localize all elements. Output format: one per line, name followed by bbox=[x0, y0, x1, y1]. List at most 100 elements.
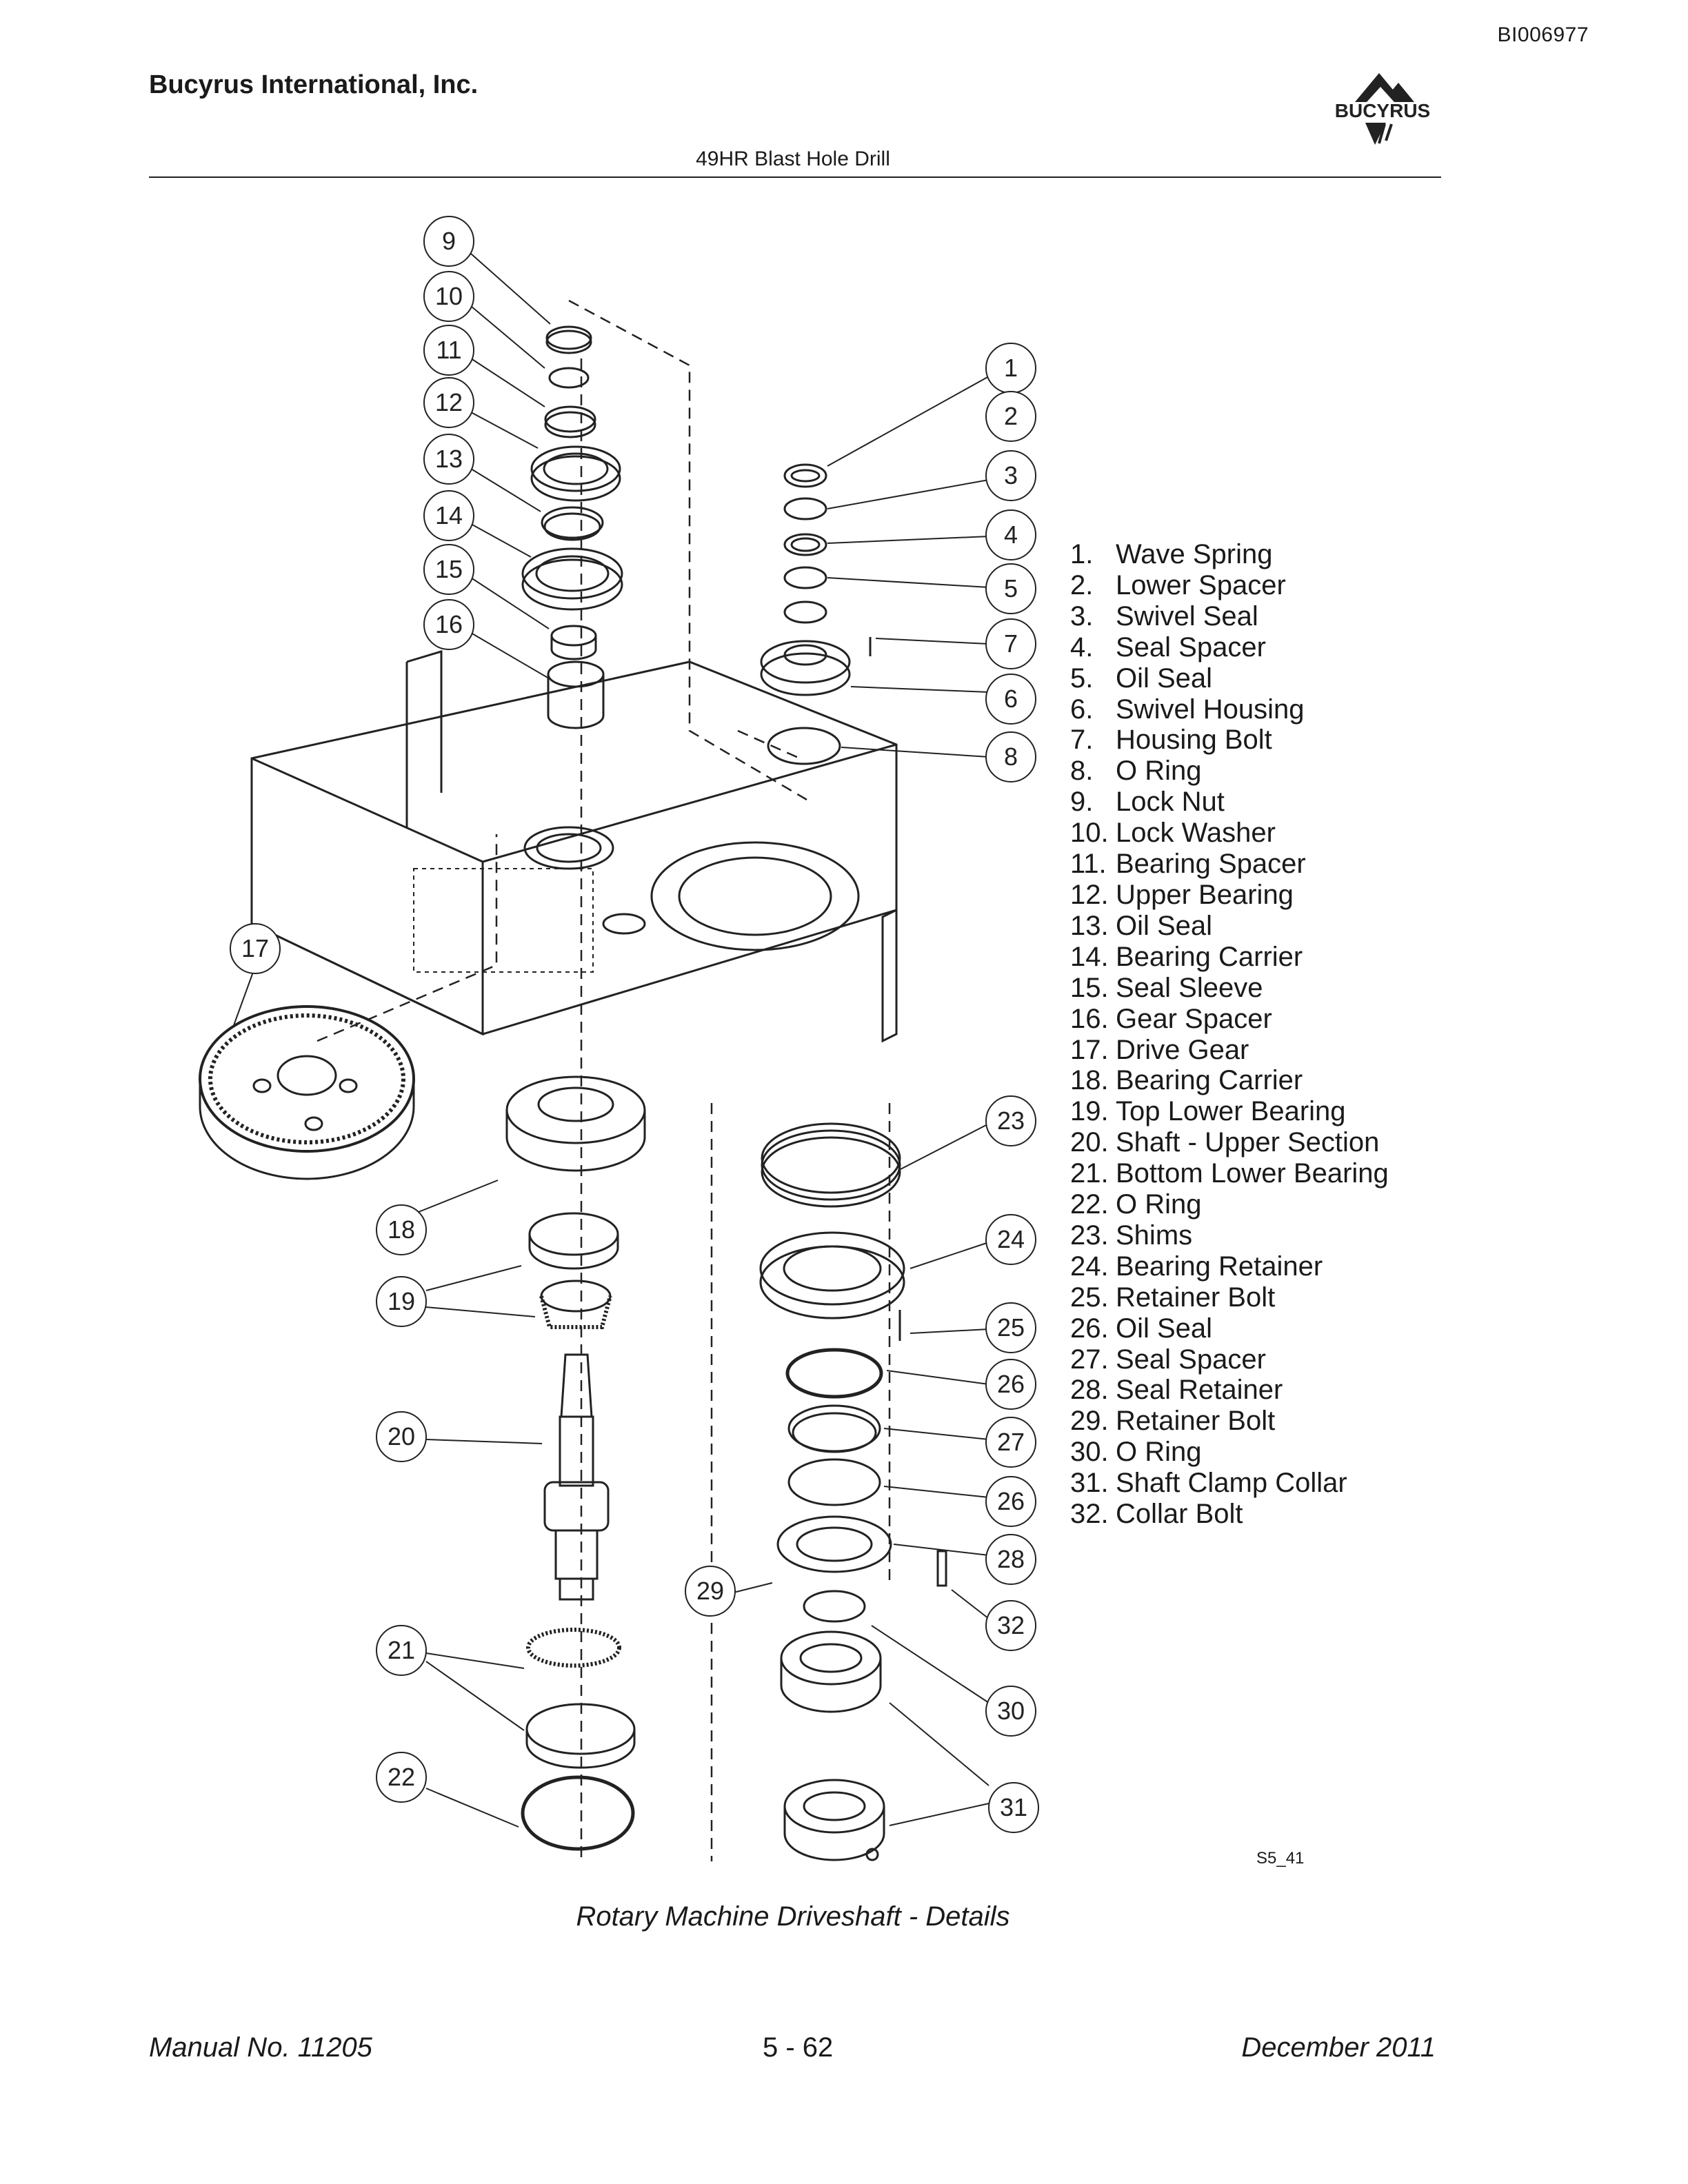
callout-20: 20 bbox=[376, 1411, 427, 1462]
legend-item: 29.Retainer Bolt bbox=[1070, 1406, 1276, 1437]
manual-number: Manual No. 11205 bbox=[149, 2032, 372, 2063]
callout-12: 12 bbox=[423, 377, 474, 428]
callout-24: 24 bbox=[985, 1214, 1036, 1265]
callout-19: 19 bbox=[376, 1276, 427, 1327]
legend-item: 19.Top Lower Bearing bbox=[1070, 1096, 1346, 1127]
company-name: Bucyrus International, Inc. bbox=[149, 70, 479, 99]
svg-text:13: 13 bbox=[435, 445, 463, 473]
callout-29: 29 bbox=[685, 1566, 736, 1617]
callout-9: 9 bbox=[423, 216, 474, 267]
callout-31: 31 bbox=[988, 1782, 1039, 1833]
legend-item: 16.Gear Spacer bbox=[1070, 1003, 1272, 1034]
callout-28: 28 bbox=[985, 1534, 1036, 1585]
logo-wordmark: BUCYRUS bbox=[1335, 100, 1430, 121]
svg-text:23: 23 bbox=[997, 1106, 1025, 1135]
callout-8: 8 bbox=[985, 731, 1036, 782]
legend-item: 13.Oil Seal bbox=[1070, 910, 1213, 941]
legend-item: 11.Bearing Spacer bbox=[1070, 849, 1306, 880]
svg-text:15: 15 bbox=[435, 555, 463, 583]
svg-text:28: 28 bbox=[997, 1545, 1025, 1573]
legend-item: 3.Swivel Seal bbox=[1070, 600, 1258, 631]
callout-27: 27 bbox=[985, 1417, 1036, 1468]
legend-item: 10.Lock Washer bbox=[1070, 818, 1276, 849]
bucyrus-logo: BUCYRUS bbox=[1335, 73, 1430, 145]
legend-item: 18.Bearing Carrier bbox=[1070, 1065, 1303, 1096]
callout-11: 11 bbox=[423, 325, 474, 376]
svg-text:20: 20 bbox=[388, 1422, 415, 1450]
svg-text:9: 9 bbox=[442, 227, 456, 255]
callout-23: 23 bbox=[985, 1095, 1036, 1146]
svg-text:17: 17 bbox=[241, 934, 269, 962]
callout-2: 2 bbox=[985, 391, 1036, 442]
callout-32: 32 bbox=[985, 1600, 1036, 1651]
svg-text:29: 29 bbox=[696, 1577, 724, 1605]
legend-item: 31.Shaft Clamp Collar bbox=[1070, 1468, 1347, 1499]
document-id: BI006977 bbox=[1497, 23, 1589, 46]
legend-item: 4.Seal Spacer bbox=[1070, 631, 1266, 663]
svg-text:3: 3 bbox=[1004, 461, 1018, 489]
legend-item: 12.Upper Bearing bbox=[1070, 879, 1294, 910]
callout-25: 25 bbox=[985, 1302, 1036, 1353]
figure-caption: Rotary Machine Driveshaft - Details bbox=[576, 1901, 1010, 1932]
svg-text:32: 32 bbox=[997, 1611, 1025, 1639]
svg-text:26: 26 bbox=[997, 1370, 1025, 1398]
callout-22: 22 bbox=[376, 1752, 427, 1803]
document-subtitle: 49HR Blast Hole Drill bbox=[696, 148, 890, 170]
callout-21: 21 bbox=[376, 1625, 427, 1676]
callout-5: 5 bbox=[985, 563, 1036, 614]
legend-item: 6.Swivel Housing bbox=[1070, 694, 1305, 725]
legend-item: 14.Bearing Carrier bbox=[1070, 941, 1303, 972]
legend-item: 5.Oil Seal bbox=[1070, 663, 1213, 694]
svg-text:24: 24 bbox=[997, 1225, 1025, 1253]
callout-4: 4 bbox=[985, 509, 1036, 560]
svg-text:31: 31 bbox=[1000, 1793, 1027, 1821]
legend-item: 1.Wave Spring bbox=[1070, 539, 1273, 569]
svg-text:6: 6 bbox=[1004, 685, 1018, 713]
svg-text:22: 22 bbox=[388, 1763, 415, 1791]
callout-18: 18 bbox=[376, 1204, 427, 1255]
callout-6: 6 bbox=[985, 674, 1036, 725]
svg-text:1: 1 bbox=[1004, 354, 1018, 382]
svg-text:2: 2 bbox=[1004, 402, 1018, 430]
legend-item: 24.Bearing Retainer bbox=[1070, 1251, 1323, 1282]
callout-10: 10 bbox=[423, 271, 474, 322]
legend-item: 21.Bottom Lower Bearing bbox=[1070, 1158, 1389, 1189]
legend-item: 7.Housing Bolt bbox=[1070, 725, 1272, 756]
svg-text:21: 21 bbox=[388, 1636, 415, 1664]
legend-item: 23.Shims bbox=[1070, 1220, 1193, 1251]
callout-30: 30 bbox=[985, 1686, 1036, 1737]
svg-text:16: 16 bbox=[435, 610, 463, 638]
legend-item: 22.O Ring bbox=[1070, 1189, 1202, 1220]
legend-item: 32.Collar Bolt bbox=[1070, 1499, 1243, 1530]
svg-text:4: 4 bbox=[1004, 520, 1018, 549]
callout-1: 1 bbox=[985, 343, 1036, 394]
svg-text:14: 14 bbox=[435, 501, 463, 529]
legend-item: 25.Retainer Bolt bbox=[1070, 1282, 1276, 1313]
callout-7: 7 bbox=[985, 618, 1036, 669]
callout-26a: 26 bbox=[985, 1359, 1036, 1410]
legend-item: 28.Seal Retainer bbox=[1070, 1375, 1283, 1406]
callout-16: 16 bbox=[423, 599, 474, 650]
parts-legend: 1.Wave Spring 2.Lower Spacer 3.Swivel Se… bbox=[1070, 539, 1389, 1530]
callout-14: 14 bbox=[423, 490, 474, 541]
legend-item: 27.Seal Spacer bbox=[1070, 1344, 1266, 1375]
driveshaft-exploded-diagram: 9 10 11 12 13 14 15 16 1 2 3 4 5 7 6 8 1… bbox=[199, 216, 1039, 1861]
svg-text:26: 26 bbox=[997, 1487, 1025, 1515]
svg-text:10: 10 bbox=[435, 282, 463, 310]
legend-item: 8.O Ring bbox=[1070, 756, 1202, 787]
publication-date: December 2011 bbox=[1241, 2032, 1436, 2063]
svg-text:8: 8 bbox=[1004, 742, 1018, 771]
svg-text:19: 19 bbox=[388, 1287, 415, 1315]
svg-text:25: 25 bbox=[997, 1313, 1025, 1342]
callout-26b: 26 bbox=[985, 1476, 1036, 1527]
callout-15: 15 bbox=[423, 544, 474, 595]
legend-item: 30.O Ring bbox=[1070, 1437, 1202, 1468]
page-number: 5 - 62 bbox=[763, 2032, 834, 2063]
callout-3: 3 bbox=[985, 450, 1036, 501]
svg-text:18: 18 bbox=[388, 1215, 415, 1244]
callout-17: 17 bbox=[230, 923, 281, 974]
svg-text:5: 5 bbox=[1004, 574, 1018, 603]
legend-item: 17.Drive Gear bbox=[1070, 1034, 1249, 1065]
legend-item: 2.Lower Spacer bbox=[1070, 569, 1286, 600]
legend-item: 26.Oil Seal bbox=[1070, 1313, 1213, 1344]
